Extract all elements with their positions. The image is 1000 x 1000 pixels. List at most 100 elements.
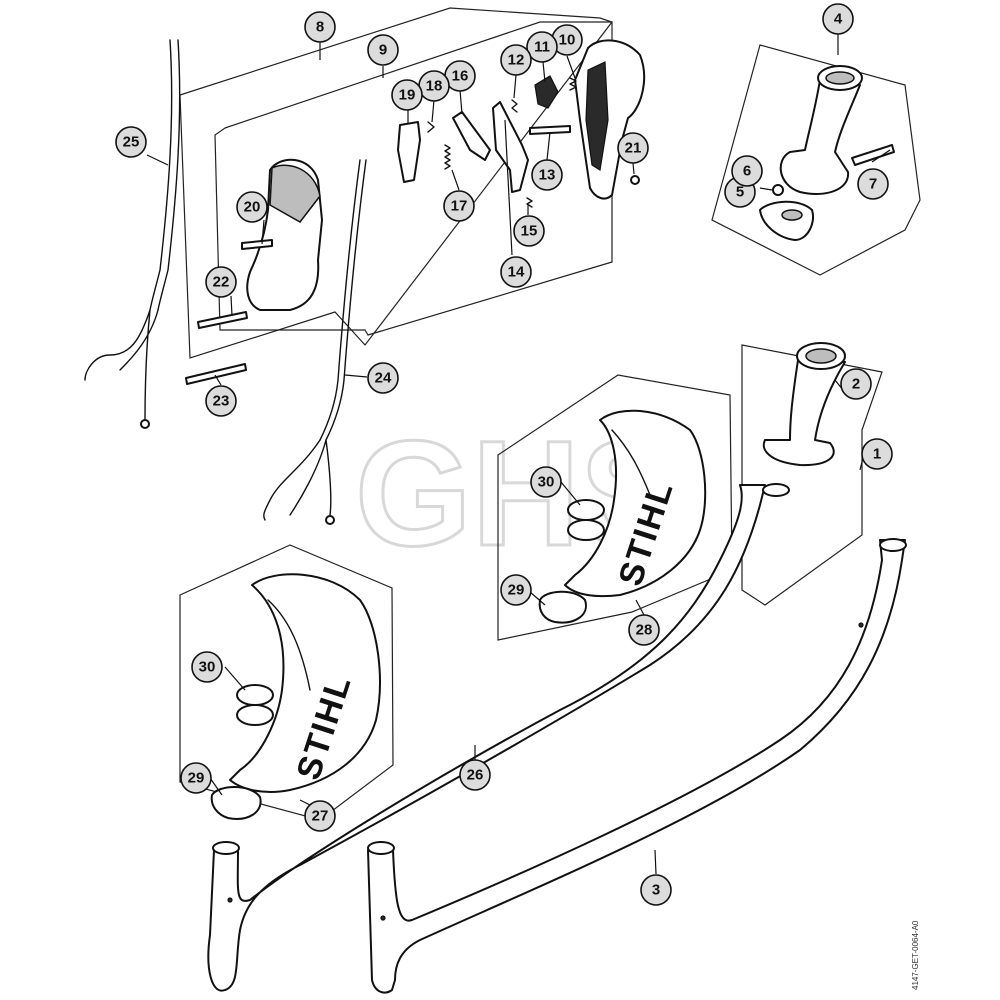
nut-21 — [630, 175, 640, 185]
svg-text:27: 27 — [312, 808, 329, 825]
svg-text:28: 28 — [636, 622, 653, 639]
svg-text:20: 20 — [244, 199, 261, 216]
callout-27[interactable]: 27 — [304, 800, 336, 832]
svg-text:7: 7 — [869, 176, 877, 193]
svg-text:11: 11 — [534, 39, 550, 56]
callout-22[interactable]: 22 — [205, 266, 237, 298]
svg-text:13: 13 — [539, 167, 556, 184]
callout-11[interactable]: 11 — [526, 31, 558, 63]
callout-13[interactable]: 13 — [531, 159, 563, 191]
frame-guard-27 — [179, 544, 394, 821]
callout-14[interactable]: 14 — [500, 256, 532, 288]
drawing-code: 4147-GET-0064-A0 — [911, 920, 920, 990]
callout-23[interactable]: 23 — [205, 385, 237, 417]
svg-text:10: 10 — [559, 32, 576, 49]
callout-16[interactable]: 16 — [444, 60, 476, 92]
grip-2-top-inner — [805, 348, 837, 364]
callout-4[interactable]: 4 — [822, 3, 854, 35]
tube-3 — [367, 539, 906, 994]
cables — [84, 39, 367, 525]
callout-15[interactable]: 15 — [513, 215, 545, 247]
spring-15 — [526, 197, 533, 208]
svg-text:23: 23 — [213, 393, 230, 410]
callout-25[interactable]: 25 — [115, 126, 147, 158]
callout-18[interactable]: 18 — [418, 70, 450, 102]
cable-24-sheath-b — [325, 159, 367, 441]
callout-19[interactable]: 19 — [391, 79, 423, 111]
callout-29-lower[interactable]: 29 — [180, 762, 212, 794]
nut-6 — [772, 184, 784, 196]
cable-25-sheath-b — [157, 39, 181, 311]
handle-half-left-top — [269, 164, 321, 223]
callout-30-upper[interactable]: 30 — [530, 466, 562, 498]
callout-21[interactable]: 21 — [617, 132, 649, 164]
tube-26-hole — [227, 897, 233, 903]
tube-26 — [207, 484, 766, 992]
frame-grip-assembly-1 — [741, 344, 883, 606]
clamp-5 — [759, 200, 814, 241]
tube-3-lower-hole — [380, 915, 386, 921]
loop-handle-tube — [779, 79, 861, 195]
svg-text:29: 29 — [508, 582, 525, 599]
spring-10 — [569, 77, 577, 91]
callout-2[interactable]: 2 — [840, 368, 872, 400]
grip-2-body — [762, 359, 846, 467]
callout-3[interactable]: 3 — [640, 874, 672, 906]
svg-text:8: 8 — [316, 19, 324, 36]
callout-8[interactable]: 8 — [304, 11, 336, 43]
guard-28-crease — [611, 429, 651, 496]
clamp-5-hole — [781, 209, 803, 221]
svg-text:1: 1 — [873, 446, 881, 463]
svg-text:25: 25 — [123, 134, 140, 151]
callout-26[interactable]: 26 — [459, 759, 491, 791]
guard-27-shell — [229, 573, 381, 793]
frame-loop-handle-4 — [711, 44, 921, 276]
screw-22 — [197, 311, 248, 329]
callout-12[interactable]: 12 — [500, 44, 532, 76]
callout-20[interactable]: 20 — [236, 191, 268, 223]
svg-text:9: 9 — [379, 42, 387, 59]
callout-7[interactable]: 7 — [857, 168, 889, 200]
callout-28[interactable]: 28 — [628, 614, 660, 646]
cable-25-wires — [84, 309, 159, 421]
tube-3-hole — [858, 622, 864, 628]
callout-24[interactable]: 24 — [367, 362, 399, 394]
callout-30-lower[interactable]: 30 — [191, 651, 223, 683]
svg-text:5: 5 — [736, 184, 744, 201]
spring-12 — [511, 99, 518, 113]
shaft-13 — [529, 125, 571, 135]
svg-text:16: 16 — [452, 68, 469, 85]
callout-10[interactable]: 10 — [551, 24, 583, 56]
callout-9[interactable]: 9 — [367, 34, 399, 66]
svg-text:24: 24 — [375, 370, 392, 387]
handle-half-right-inner — [585, 61, 609, 171]
switch-11 — [534, 75, 559, 109]
cable-24-end — [325, 515, 335, 525]
svg-text:22: 22 — [213, 274, 230, 291]
svg-text:3: 3 — [652, 882, 660, 899]
callout-17[interactable]: 17 — [443, 190, 475, 222]
guard-27: STIHL — [210, 573, 381, 820]
tube-3-end-lower — [367, 841, 395, 855]
callout-29-upper[interactable]: 29 — [500, 574, 532, 606]
svg-text:14: 14 — [508, 264, 525, 281]
svg-text:17: 17 — [451, 198, 468, 215]
svg-text:2: 2 — [852, 376, 860, 393]
cable-24-wires — [263, 439, 332, 521]
lever-16 — [452, 111, 491, 161]
svg-text:26: 26 — [467, 767, 484, 784]
clamp-29-lower — [210, 786, 262, 820]
assembly-frames — [179, 7, 921, 821]
spring-17 — [444, 144, 451, 170]
svg-text:12: 12 — [508, 52, 525, 69]
disc-30-upper-b — [567, 519, 605, 541]
guard-27-crease — [267, 599, 311, 691]
callout-1[interactable]: 1 — [861, 438, 893, 470]
callout-6[interactable]: 6 — [731, 155, 763, 187]
lockout-19 — [397, 121, 421, 183]
svg-text:19: 19 — [399, 87, 416, 104]
tube-26-end-upper — [762, 483, 790, 497]
callouts: 1 2 3 4 5 6 7 8 9 10 11 12 13 14 15 16 1… — [115, 3, 893, 906]
cable-25-end — [140, 419, 150, 429]
